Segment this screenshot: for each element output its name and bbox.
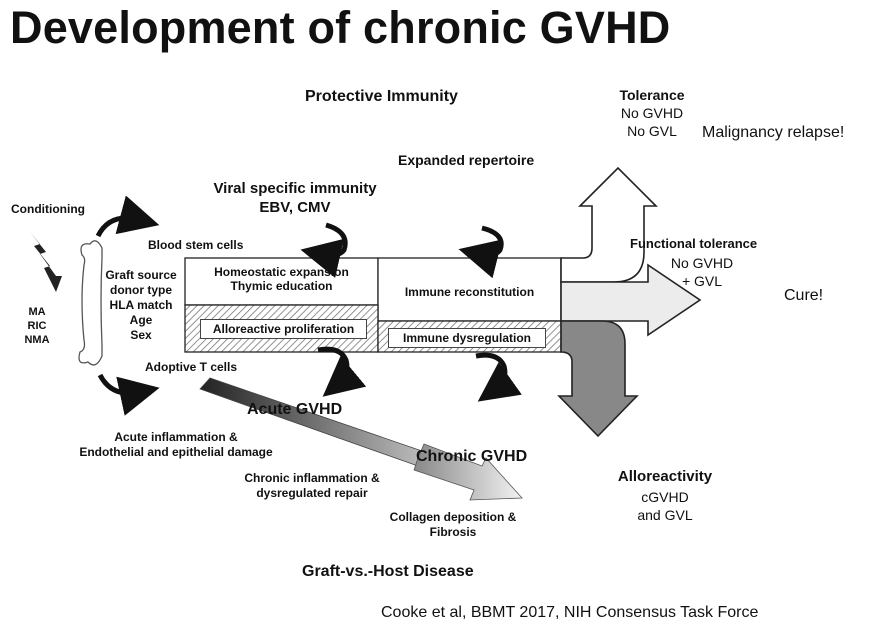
- expanded-repertoire-label: Expanded repertoire: [398, 152, 535, 168]
- citation: Cooke et al, BBMT 2017, NIH Consensus Ta…: [381, 604, 759, 621]
- box-homeostatic: [184, 257, 379, 306]
- lightning-bolt-icon: [30, 232, 62, 292]
- tolerance-arrow: [560, 166, 658, 283]
- ft-gvl-label: + GVL: [681, 272, 723, 289]
- immune-reconstitution-label: Immune reconstitution: [404, 285, 535, 299]
- homeostatic-label: Homeostatic expansion Thymic education: [185, 265, 378, 294]
- blood-stem-cells-label: Blood stem cells: [148, 238, 244, 252]
- chronic-infl-line-2: dysregulated repair: [256, 486, 368, 500]
- acute-infl-line-1: Acute inflammation &: [114, 430, 238, 444]
- graft-line: Age: [129, 313, 153, 327]
- functional-tolerance-details: No GVHD + GVL: [658, 255, 746, 290]
- tolerance-details: No GVHD No GVL: [606, 105, 698, 140]
- curved-arrow-icon: [317, 346, 367, 397]
- gvhd-disease-label: Graft-vs.-Host Disease: [302, 563, 474, 580]
- curved-arrow-icon: [95, 195, 160, 238]
- ma-label: MA: [28, 306, 46, 318]
- immune-dysregulation-label: Immune dysregulation: [388, 328, 546, 348]
- viral-immunity-label: Viral specific immunity EBV, CMV: [200, 180, 390, 218]
- viral-line-1: Viral specific immunity: [213, 180, 377, 197]
- curved-arrow-icon: [97, 373, 160, 416]
- graft-line: Sex: [130, 328, 152, 342]
- acute-inflammation-label: Acute inflammation & Endothelial and epi…: [60, 430, 292, 460]
- and-gvl-label: and GVL: [637, 506, 693, 523]
- functional-tolerance-label: Functional tolerance: [630, 236, 758, 251]
- alloreactivity-details: cGVHD and GVL: [612, 489, 718, 524]
- homeostatic-line-1: Homeostatic expansion: [214, 265, 349, 279]
- curved-arrow-icon: [475, 352, 522, 402]
- conditioning-label: Conditioning: [11, 202, 85, 216]
- collagen-label: Collagen deposition & Fibrosis: [378, 510, 528, 540]
- conditioning-types: MA RIC NMA: [22, 306, 52, 347]
- cgvhd-label: cGVHD: [641, 489, 689, 505]
- ric-label: RIC: [27, 319, 47, 332]
- graft-line: HLA match: [109, 298, 173, 312]
- alloreactivity-arrow: [557, 320, 639, 438]
- tolerance-label: Tolerance: [619, 87, 685, 103]
- bone-icon: [78, 240, 103, 366]
- page-title: Development of chronic GVHD: [10, 2, 671, 53]
- collagen-line-1: Collagen deposition &: [389, 510, 517, 524]
- viral-line-2: EBV, CMV: [259, 198, 331, 216]
- graft-factors: Graft source donor type HLA match Age Se…: [100, 268, 182, 343]
- chronic-gvhd-label: Chronic GVHD: [416, 448, 528, 465]
- ft-no-gvhd-label: No GVHD: [670, 255, 734, 271]
- chronic-inflammation-label: Chronic inflammation & dysregulated repa…: [232, 471, 392, 501]
- alloreactive-proliferation-label: Alloreactive proliferation: [200, 319, 367, 339]
- malignancy-relapse-label: Malignancy relapse!: [702, 124, 845, 141]
- chronic-infl-line-1: Chronic inflammation &: [244, 471, 380, 485]
- nma-label: NMA: [24, 333, 50, 346]
- no-gvhd-label: No GVHD: [620, 105, 684, 121]
- chronic-gvhd-arrow: [413, 443, 523, 501]
- acute-gvhd-label: Acute GVHD: [247, 401, 343, 418]
- protective-immunity-label: Protective Immunity: [305, 88, 458, 105]
- graft-line: Graft source: [105, 268, 177, 282]
- homeostatic-line-2: Thymic education: [230, 279, 333, 294]
- curved-arrow-icon: [300, 222, 348, 278]
- collagen-line-2: Fibrosis: [429, 525, 477, 539]
- cure-label: Cure!: [784, 287, 824, 304]
- graft-line: donor type: [110, 283, 172, 297]
- no-gvl-label: No GVL: [627, 122, 677, 139]
- curved-arrow-icon: [458, 225, 504, 279]
- adoptive-t-cells-label: Adoptive T cells: [145, 360, 238, 374]
- acute-infl-line-2: Endothelial and epithelial damage: [79, 445, 273, 459]
- alloreactivity-label: Alloreactivity: [617, 468, 713, 485]
